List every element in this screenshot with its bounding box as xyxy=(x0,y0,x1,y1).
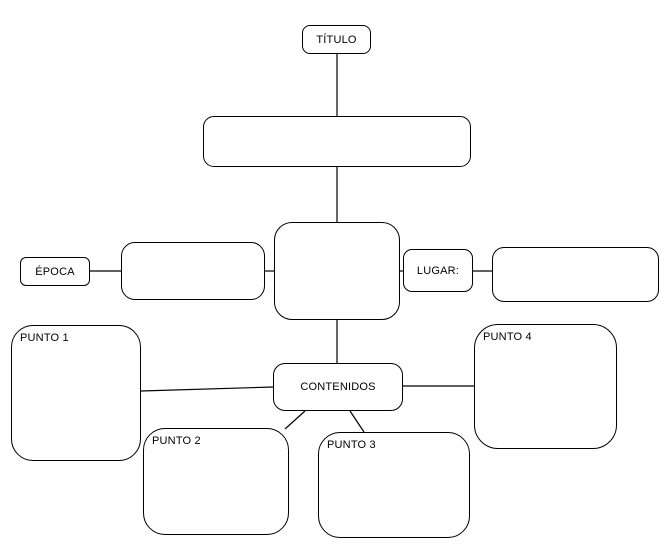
punto4-label: PUNTO 4 xyxy=(483,331,532,343)
epoca-node[interactable]: ÉPOCA xyxy=(20,257,90,286)
epoca-value-box-node[interactable] xyxy=(121,242,265,300)
connector-contenidos-punto2 xyxy=(284,410,306,430)
punto4-node[interactable]: PUNTO 4 xyxy=(474,324,617,449)
punto2-node[interactable]: PUNTO 2 xyxy=(143,428,289,535)
titulo-label: TÍTULO xyxy=(316,33,357,46)
punto3-label: PUNTO 3 xyxy=(327,439,376,451)
central-box-node[interactable] xyxy=(274,222,400,320)
lugar-label: LUGAR: xyxy=(416,264,460,277)
titulo-node[interactable]: TÍTULO xyxy=(302,25,371,54)
epoca-label: ÉPOCA xyxy=(35,265,75,278)
punto1-label: PUNTO 1 xyxy=(20,332,69,344)
contenidos-node[interactable]: CONTENIDOS xyxy=(273,363,403,411)
lugar-value-box-node[interactable] xyxy=(492,247,659,302)
connector-contenidos-punto3 xyxy=(349,410,365,433)
contenidos-label: CONTENIDOS xyxy=(300,381,376,393)
main-box-node[interactable] xyxy=(203,116,471,167)
punto1-node[interactable]: PUNTO 1 xyxy=(11,325,141,461)
punto3-node[interactable]: PUNTO 3 xyxy=(318,432,470,538)
connector-punto1-contenidos xyxy=(140,386,274,392)
punto2-label: PUNTO 2 xyxy=(152,435,201,447)
lugar-node[interactable]: LUGAR: xyxy=(403,249,473,292)
